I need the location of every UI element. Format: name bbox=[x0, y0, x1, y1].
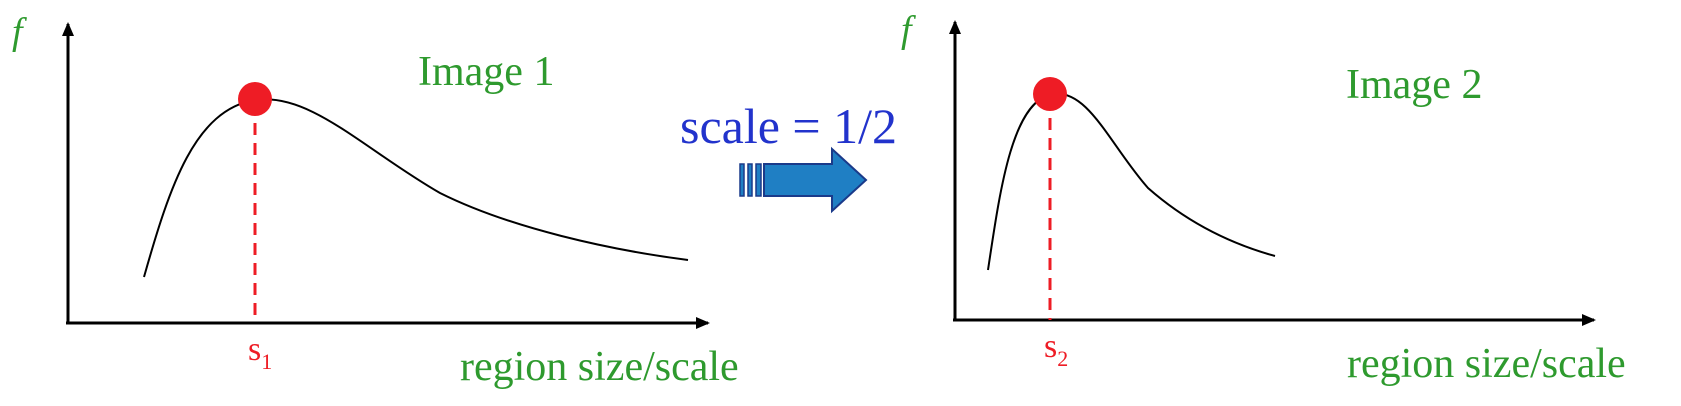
right-image-label: Image 2 bbox=[1346, 62, 1482, 108]
left-image-label: Image 1 bbox=[418, 49, 554, 95]
right-panel: f Image 2 s2 region size/scale bbox=[901, 9, 1626, 387]
right-peak-label: s2 bbox=[1044, 328, 1068, 371]
left-peak-label: s1 bbox=[248, 331, 272, 374]
right-response-curve bbox=[987, 92, 1276, 271]
right-peak-marker bbox=[1033, 77, 1067, 111]
left-panel: f Image 1 s1 region size/scale bbox=[12, 11, 739, 390]
left-response-curve bbox=[143, 98, 689, 278]
scale-transform: scale = 1/2 bbox=[680, 98, 897, 214]
left-peak-marker bbox=[238, 82, 272, 116]
right-y-axis-label: f bbox=[901, 9, 916, 51]
right-x-axis-label: region size/scale bbox=[1347, 341, 1626, 387]
left-x-axis-label: region size/scale bbox=[460, 344, 739, 390]
scale-label: scale = 1/2 bbox=[680, 98, 897, 154]
left-y-axis-label: f bbox=[12, 11, 27, 53]
right-arrow-icon bbox=[739, 146, 868, 214]
